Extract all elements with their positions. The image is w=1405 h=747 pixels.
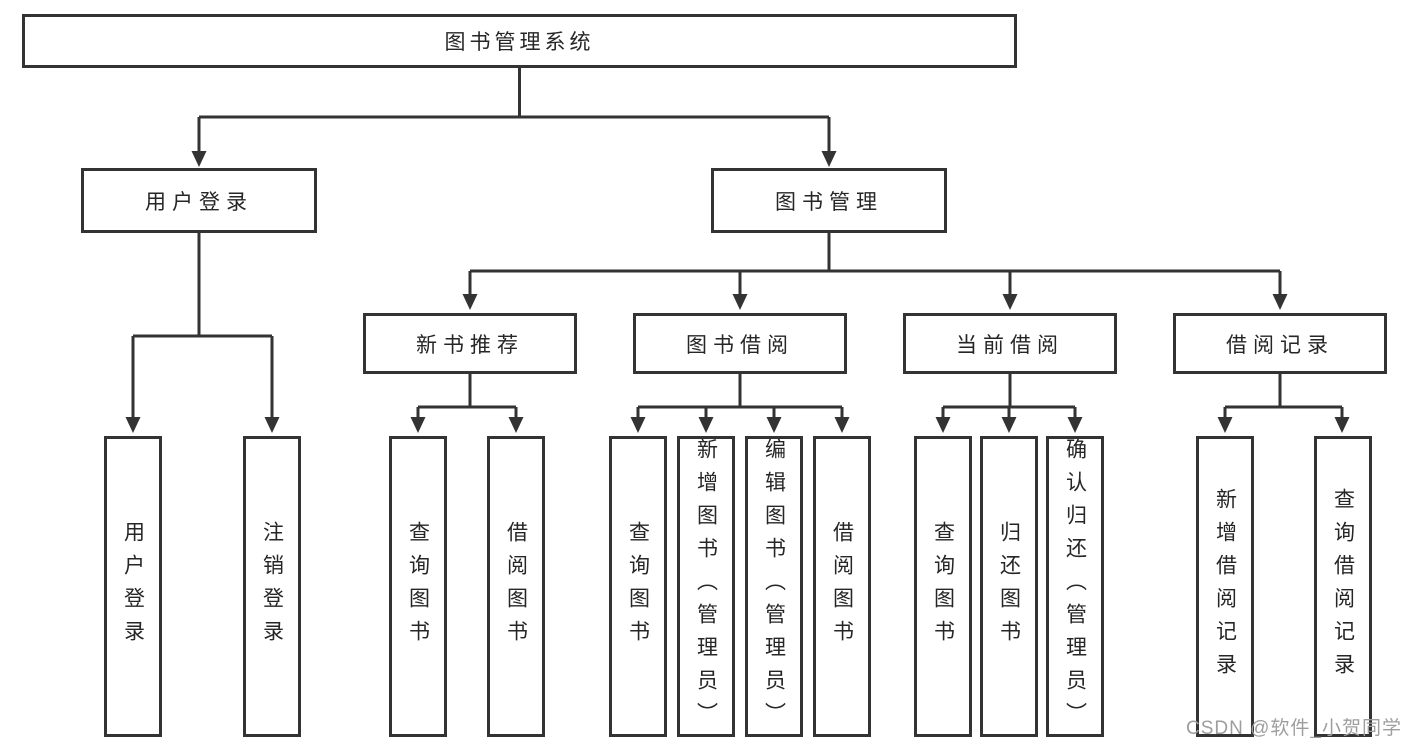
node-label: 新增图书（管理员）	[694, 438, 718, 735]
arrow-down-icon	[410, 417, 426, 433]
node-label: 用户登录	[145, 190, 253, 214]
node-new-book-recommendation: 新书推荐	[363, 313, 577, 374]
connector-user-login-to-leaves	[131, 233, 274, 420]
arrow-down-icon	[1272, 294, 1288, 310]
arrow-down-icon	[732, 294, 748, 310]
node-label: 查询图书	[626, 520, 650, 653]
arrow-down-icon	[630, 417, 646, 433]
connector-current-borrow-to-leaves	[941, 374, 1077, 420]
node-label: 确认归还（管理员）	[1063, 438, 1087, 735]
leaf-add-borrow-record: 新增借阅记录	[1196, 436, 1254, 737]
watermark-text: CSDN @软件_小贺同学	[1186, 718, 1402, 739]
leaf-query-books-borrow: 查询图书	[609, 436, 667, 737]
leaf-query-borrow-record: 查询借阅记录	[1314, 436, 1372, 737]
arrow-down-icon	[125, 417, 141, 433]
node-label: 借阅图书	[504, 520, 528, 653]
arrow-down-icon	[821, 151, 837, 167]
node-label: 新增借阅记录	[1213, 487, 1237, 686]
node-label: 编辑图书（管理员）	[762, 438, 786, 735]
node-library-management-system: 图书管理系统	[22, 14, 1017, 68]
node-label: 新书推荐	[416, 333, 524, 357]
node-label: 借阅记录	[1226, 333, 1334, 357]
node-label: 归还图书	[997, 520, 1021, 653]
leaf-user-login: 用户登录	[104, 436, 162, 737]
connector-book-borrow-to-leaves	[636, 374, 844, 420]
leaf-confirm-return-admin: 确认归还（管理员）	[1046, 436, 1104, 737]
arrow-down-icon	[191, 151, 207, 167]
node-label: 图书管理	[775, 190, 883, 214]
arrow-down-icon	[264, 417, 280, 433]
arrow-down-icon	[508, 417, 524, 433]
node-label: 图书借阅	[686, 333, 794, 357]
leaf-edit-book-admin: 编辑图书（管理员）	[745, 436, 803, 737]
arrow-down-icon	[834, 417, 850, 433]
node-label: 查询图书	[931, 520, 955, 653]
connector-new-book-to-leaves	[416, 374, 518, 420]
node-label: 图书管理系统	[444, 31, 595, 54]
arrow-down-icon	[1334, 417, 1350, 433]
leaf-query-books-recommend: 查询图书	[389, 436, 447, 737]
node-current-borrowing: 当前借阅	[903, 313, 1117, 374]
node-label: 用户登录	[121, 520, 145, 653]
node-label: 注销登录	[260, 520, 284, 653]
leaf-return-book: 归还图书	[980, 436, 1038, 737]
leaf-logout: 注销登录	[243, 436, 301, 737]
arrowheads	[125, 151, 1350, 433]
connector-book-mgmt-to-level3	[468, 233, 1282, 297]
node-borrowing-records: 借阅记录	[1173, 313, 1387, 374]
arrow-down-icon	[1217, 417, 1233, 433]
leaf-borrow-books-recommend: 借阅图书	[487, 436, 545, 737]
node-user-login: 用户登录	[81, 168, 317, 233]
arrow-down-icon	[766, 417, 782, 433]
leaf-add-book-admin: 新增图书（管理员）	[677, 436, 735, 737]
leaf-borrow-books: 借阅图书	[813, 436, 871, 737]
node-label: 借阅图书	[830, 520, 854, 653]
arrow-down-icon	[1002, 294, 1018, 310]
arrow-down-icon	[1067, 417, 1083, 433]
node-book-management: 图书管理	[711, 168, 947, 233]
arrow-down-icon	[698, 417, 714, 433]
node-label: 查询借阅记录	[1331, 487, 1355, 686]
arrow-down-icon	[1001, 417, 1017, 433]
node-book-borrowing: 图书借阅	[633, 313, 847, 374]
connector-borrow-records-to-leaves	[1223, 374, 1344, 420]
arrow-down-icon	[935, 417, 951, 433]
leaf-query-books-current: 查询图书	[914, 436, 972, 737]
node-label: 查询图书	[406, 520, 430, 653]
arrow-down-icon	[462, 294, 478, 310]
connector-root-to-level2	[197, 68, 831, 155]
node-label: 当前借阅	[956, 333, 1064, 357]
